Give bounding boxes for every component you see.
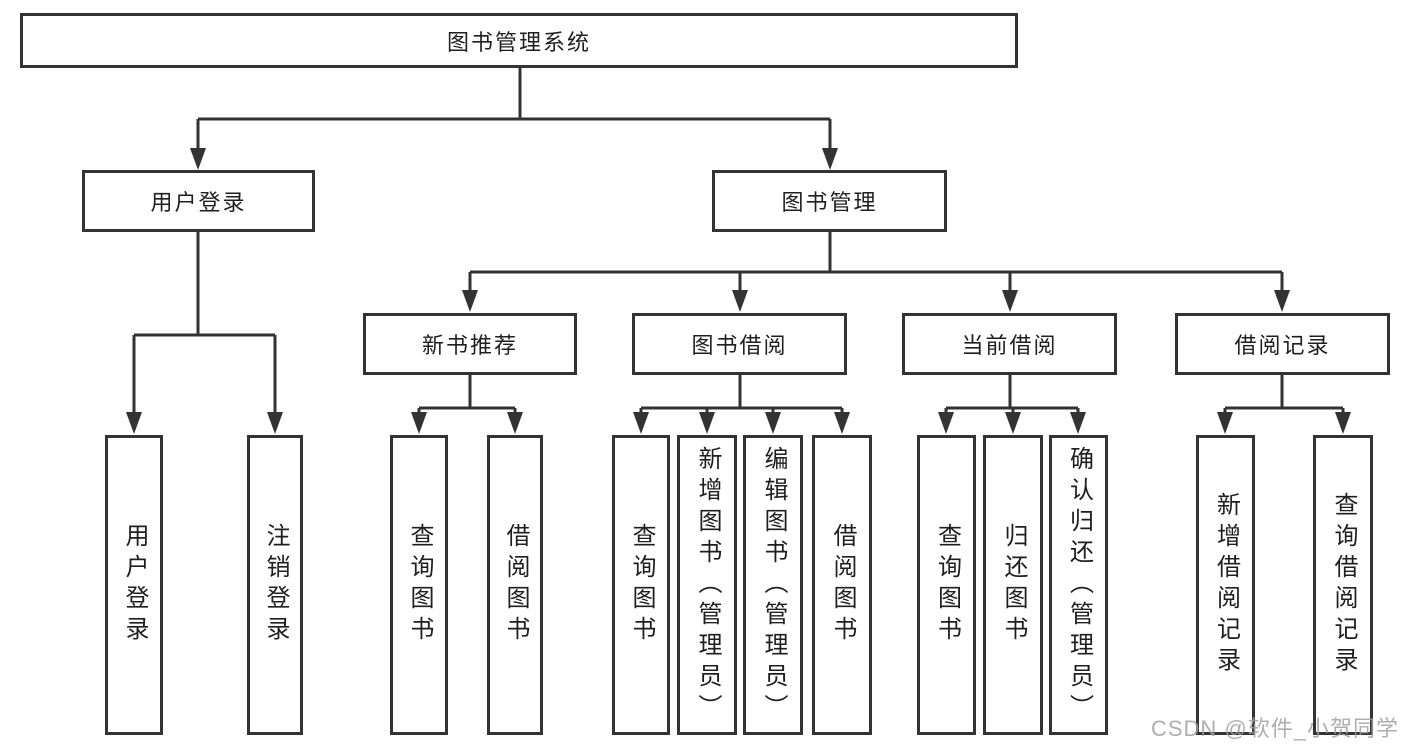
node-label: 注销登录	[262, 523, 289, 647]
node-borrowing-records: 借阅记录	[1175, 313, 1390, 375]
node-edit-books-admin: 编辑图书（管理员）	[743, 435, 803, 735]
node-add-books-admin: 新增图书（管理员）	[677, 435, 737, 735]
node-return-books: 归还图书	[983, 435, 1043, 735]
node-user-login: 用户登录	[82, 170, 315, 232]
node-query-books-borrowing: 查询图书	[612, 435, 670, 735]
node-user-login-leaf: 用户登录	[105, 435, 163, 735]
node-label: 新增借阅记录	[1212, 492, 1240, 678]
node-confirm-return-admin: 确认归还（管理员）	[1049, 435, 1108, 735]
node-new-book-recommend: 新书推荐	[363, 313, 577, 375]
node-book-borrowing: 图书借阅	[632, 313, 847, 375]
node-borrow-books-recommend: 借阅图书	[487, 435, 543, 735]
node-book-management: 图书管理	[712, 170, 947, 232]
node-label: 查询图书	[933, 523, 961, 647]
csdn-watermark: CSDN @软件_小贺同学	[1150, 716, 1399, 741]
node-label: 归还图书	[1000, 523, 1027, 647]
node-label: 编辑图书（管理员）	[760, 445, 787, 725]
node-label: 查询图书	[406, 523, 433, 647]
node-query-borrow-record: 查询借阅记录	[1313, 435, 1373, 735]
node-borrow-books-borrowing: 借阅图书	[812, 435, 872, 735]
node-label: 新增图书（管理员）	[694, 445, 721, 725]
node-label: 查询借阅记录	[1330, 492, 1357, 678]
node-label: 确认归还（管理员）	[1065, 445, 1093, 725]
node-label: 查询图书	[628, 523, 655, 647]
node-current-borrowing: 当前借阅	[902, 313, 1117, 375]
node-library-management-system: 图书管理系统	[20, 13, 1018, 68]
node-query-books-recommend: 查询图书	[390, 435, 448, 735]
node-logout: 注销登录	[247, 435, 303, 735]
node-query-books-current: 查询图书	[917, 435, 976, 735]
node-label: 借阅图书	[502, 523, 529, 647]
node-add-borrow-record: 新增借阅记录	[1196, 435, 1255, 735]
node-label: 用户登录	[121, 523, 148, 647]
node-label: 借阅图书	[829, 523, 856, 647]
